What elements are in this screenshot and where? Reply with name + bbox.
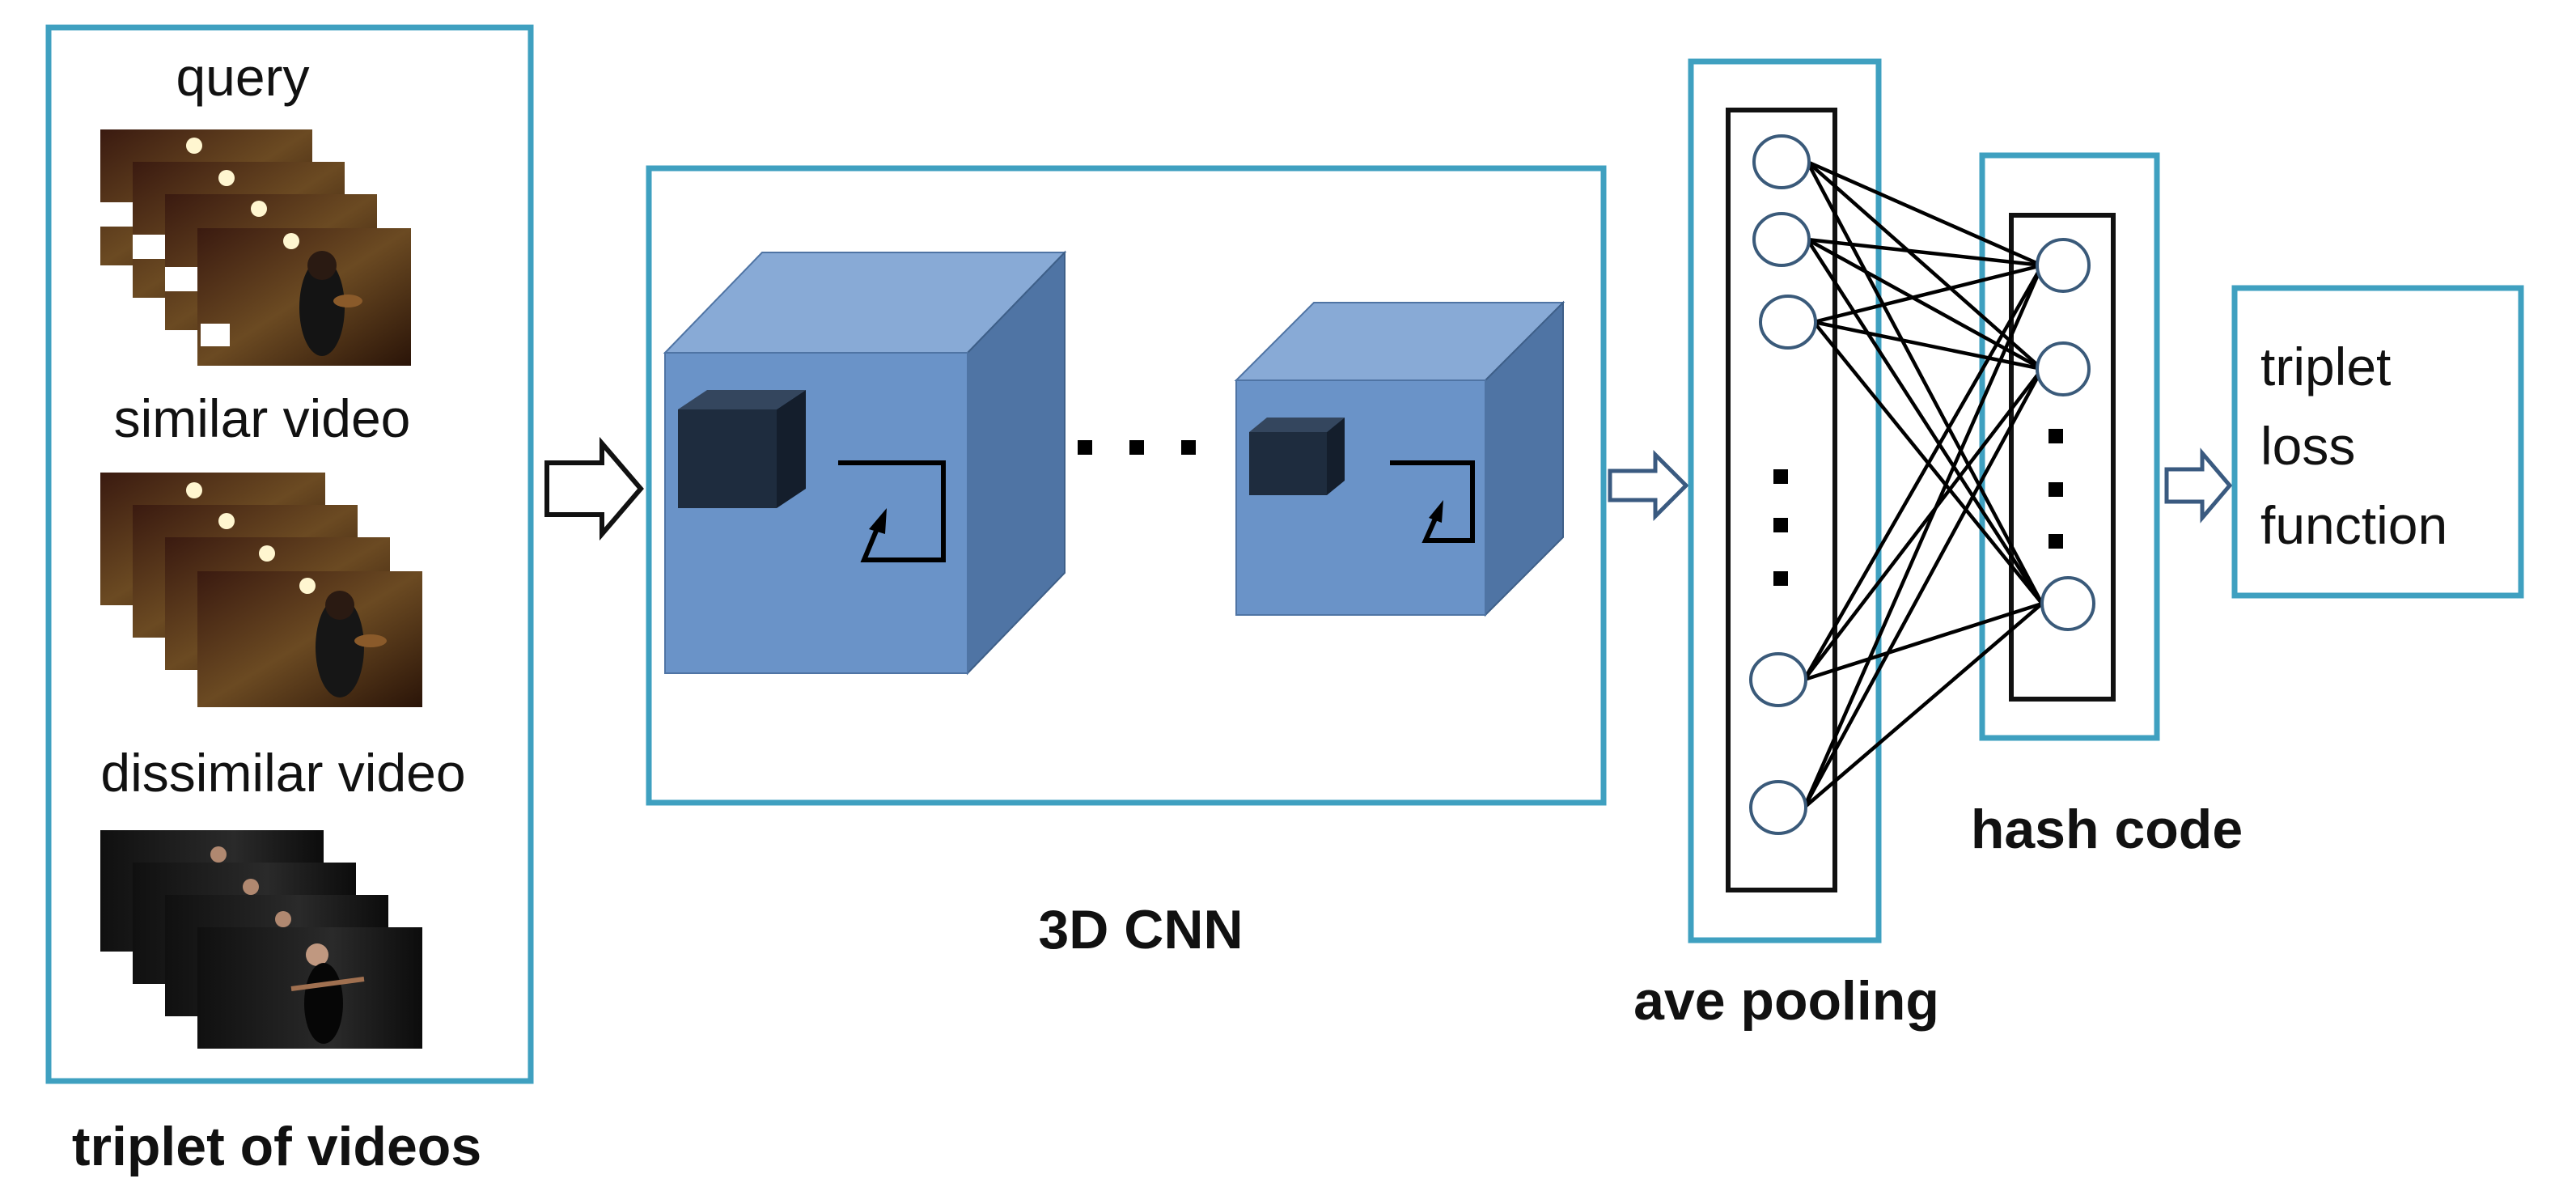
query-label: query (176, 47, 309, 107)
query-frame (197, 228, 411, 366)
kernel-icon (678, 390, 806, 508)
cnn-panel-border (646, 165, 1607, 806)
cube-front-face (1235, 379, 1486, 616)
ave-pooling-label: ave pooling (1633, 970, 1939, 1032)
kernel-icon (1249, 418, 1345, 495)
hash-to-loss-arrow-icon (2164, 447, 2233, 524)
cnn-label: 3D CNN (1038, 899, 1243, 960)
loss-box: triplet loss function (2231, 285, 2524, 599)
fully-connected-links (1802, 159, 2044, 809)
hash-nodes (2036, 238, 2095, 631)
video-triplet-panel: query (45, 24, 534, 1084)
loss-label-line-3: function (2260, 495, 2447, 555)
query-frame-stack (100, 129, 411, 366)
stride-arrow-icon (1390, 460, 1475, 543)
pooling-layer-inner (1726, 108, 1837, 892)
hash-layer-inner (2009, 213, 2116, 702)
pooling-node (1752, 134, 1811, 189)
pooling-ellipsis (1773, 469, 1788, 586)
hash-node (2036, 341, 2091, 396)
stride-arrow-icon (838, 460, 946, 562)
dissimilar-video-label: dissimilar video (100, 743, 465, 803)
dissimilar-frame (197, 927, 422, 1049)
cnn-ellipsis (1078, 440, 1196, 455)
pooling-node (1749, 780, 1807, 835)
hash-node (2040, 576, 2095, 631)
pooling-node (1759, 295, 1817, 350)
similar-frame (197, 571, 422, 707)
pooling-layer (1688, 58, 1882, 943)
similar-frame-stack (100, 473, 422, 707)
cnn-volume-large (663, 250, 1067, 676)
hash-ellipsis (2049, 429, 2063, 549)
video-triplet-border (45, 24, 534, 1084)
hash-code-label: hash code (1971, 799, 2243, 860)
pooling-layer-border (1688, 58, 1882, 943)
cnn-volume-small (1234, 300, 1566, 617)
hash-node (2036, 238, 2091, 293)
loss-label-line-1: triplet (2260, 337, 2391, 396)
similar-video-label: similar video (114, 388, 411, 448)
triplet-of-videos-label: triplet of videos (72, 1116, 481, 1177)
cnn-panel (646, 165, 1607, 806)
pooling-node (1752, 212, 1811, 267)
pooling-node (1749, 652, 1807, 707)
loss-label-line-2: loss (2260, 416, 2355, 476)
dissimilar-frame-stack (100, 830, 422, 1049)
loss-box-border (2231, 285, 2524, 599)
input-arrow-icon (544, 436, 644, 541)
cnn-to-pooling-arrow-icon (1608, 449, 1689, 522)
pooling-nodes (1749, 134, 1817, 835)
